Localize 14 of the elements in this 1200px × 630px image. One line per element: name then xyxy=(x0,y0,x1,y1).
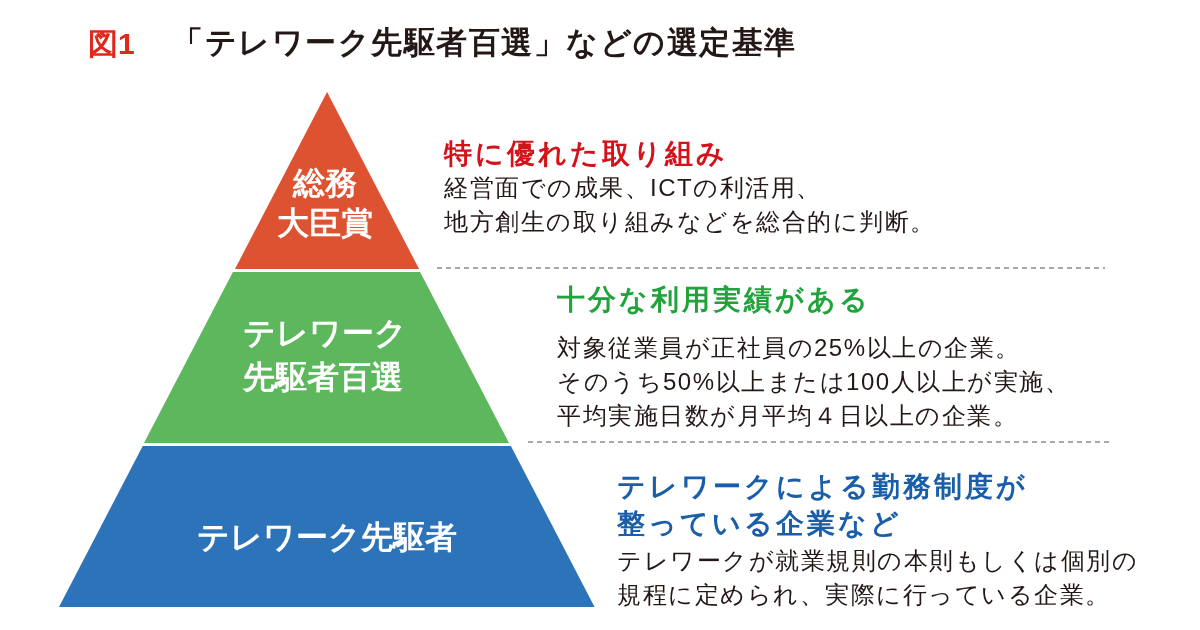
criteria-description: 経営面での成果、ICTの利活用、地方創生の取り組みなどを総合的に判断。 xyxy=(444,173,937,237)
criteria-description: 対象従業員が正社員の25%以上の企業。そのうち50%以上または100人以上が実施、平均実施日数が月平均４日以上の企業。 xyxy=(557,333,1072,431)
pyramid-tier xyxy=(144,272,510,443)
criteria-heading: 特に優れた取り組み xyxy=(444,137,729,171)
pyramid-tier xyxy=(59,446,595,607)
criteria-description: テレワークが就業規則の本則もしくは個別の規程に定められ、実際に行っている企業。 xyxy=(617,546,1139,610)
diagram-title: 「テレワーク先駆者百選」などの選定基準 xyxy=(172,24,797,62)
tier-label: テレワーク先駆者百選 xyxy=(243,314,408,397)
criteria-heading: テレワークによる勤務制度が整っている企業など xyxy=(617,470,1029,541)
figure-number: 図1 xyxy=(88,26,135,62)
tier-label: テレワーク先駆者 xyxy=(197,518,457,557)
pyramid-tier xyxy=(234,92,420,269)
tier-label: 総務大臣賞 xyxy=(277,164,374,243)
criteria-heading: 十分な利用実績がある xyxy=(557,283,872,317)
